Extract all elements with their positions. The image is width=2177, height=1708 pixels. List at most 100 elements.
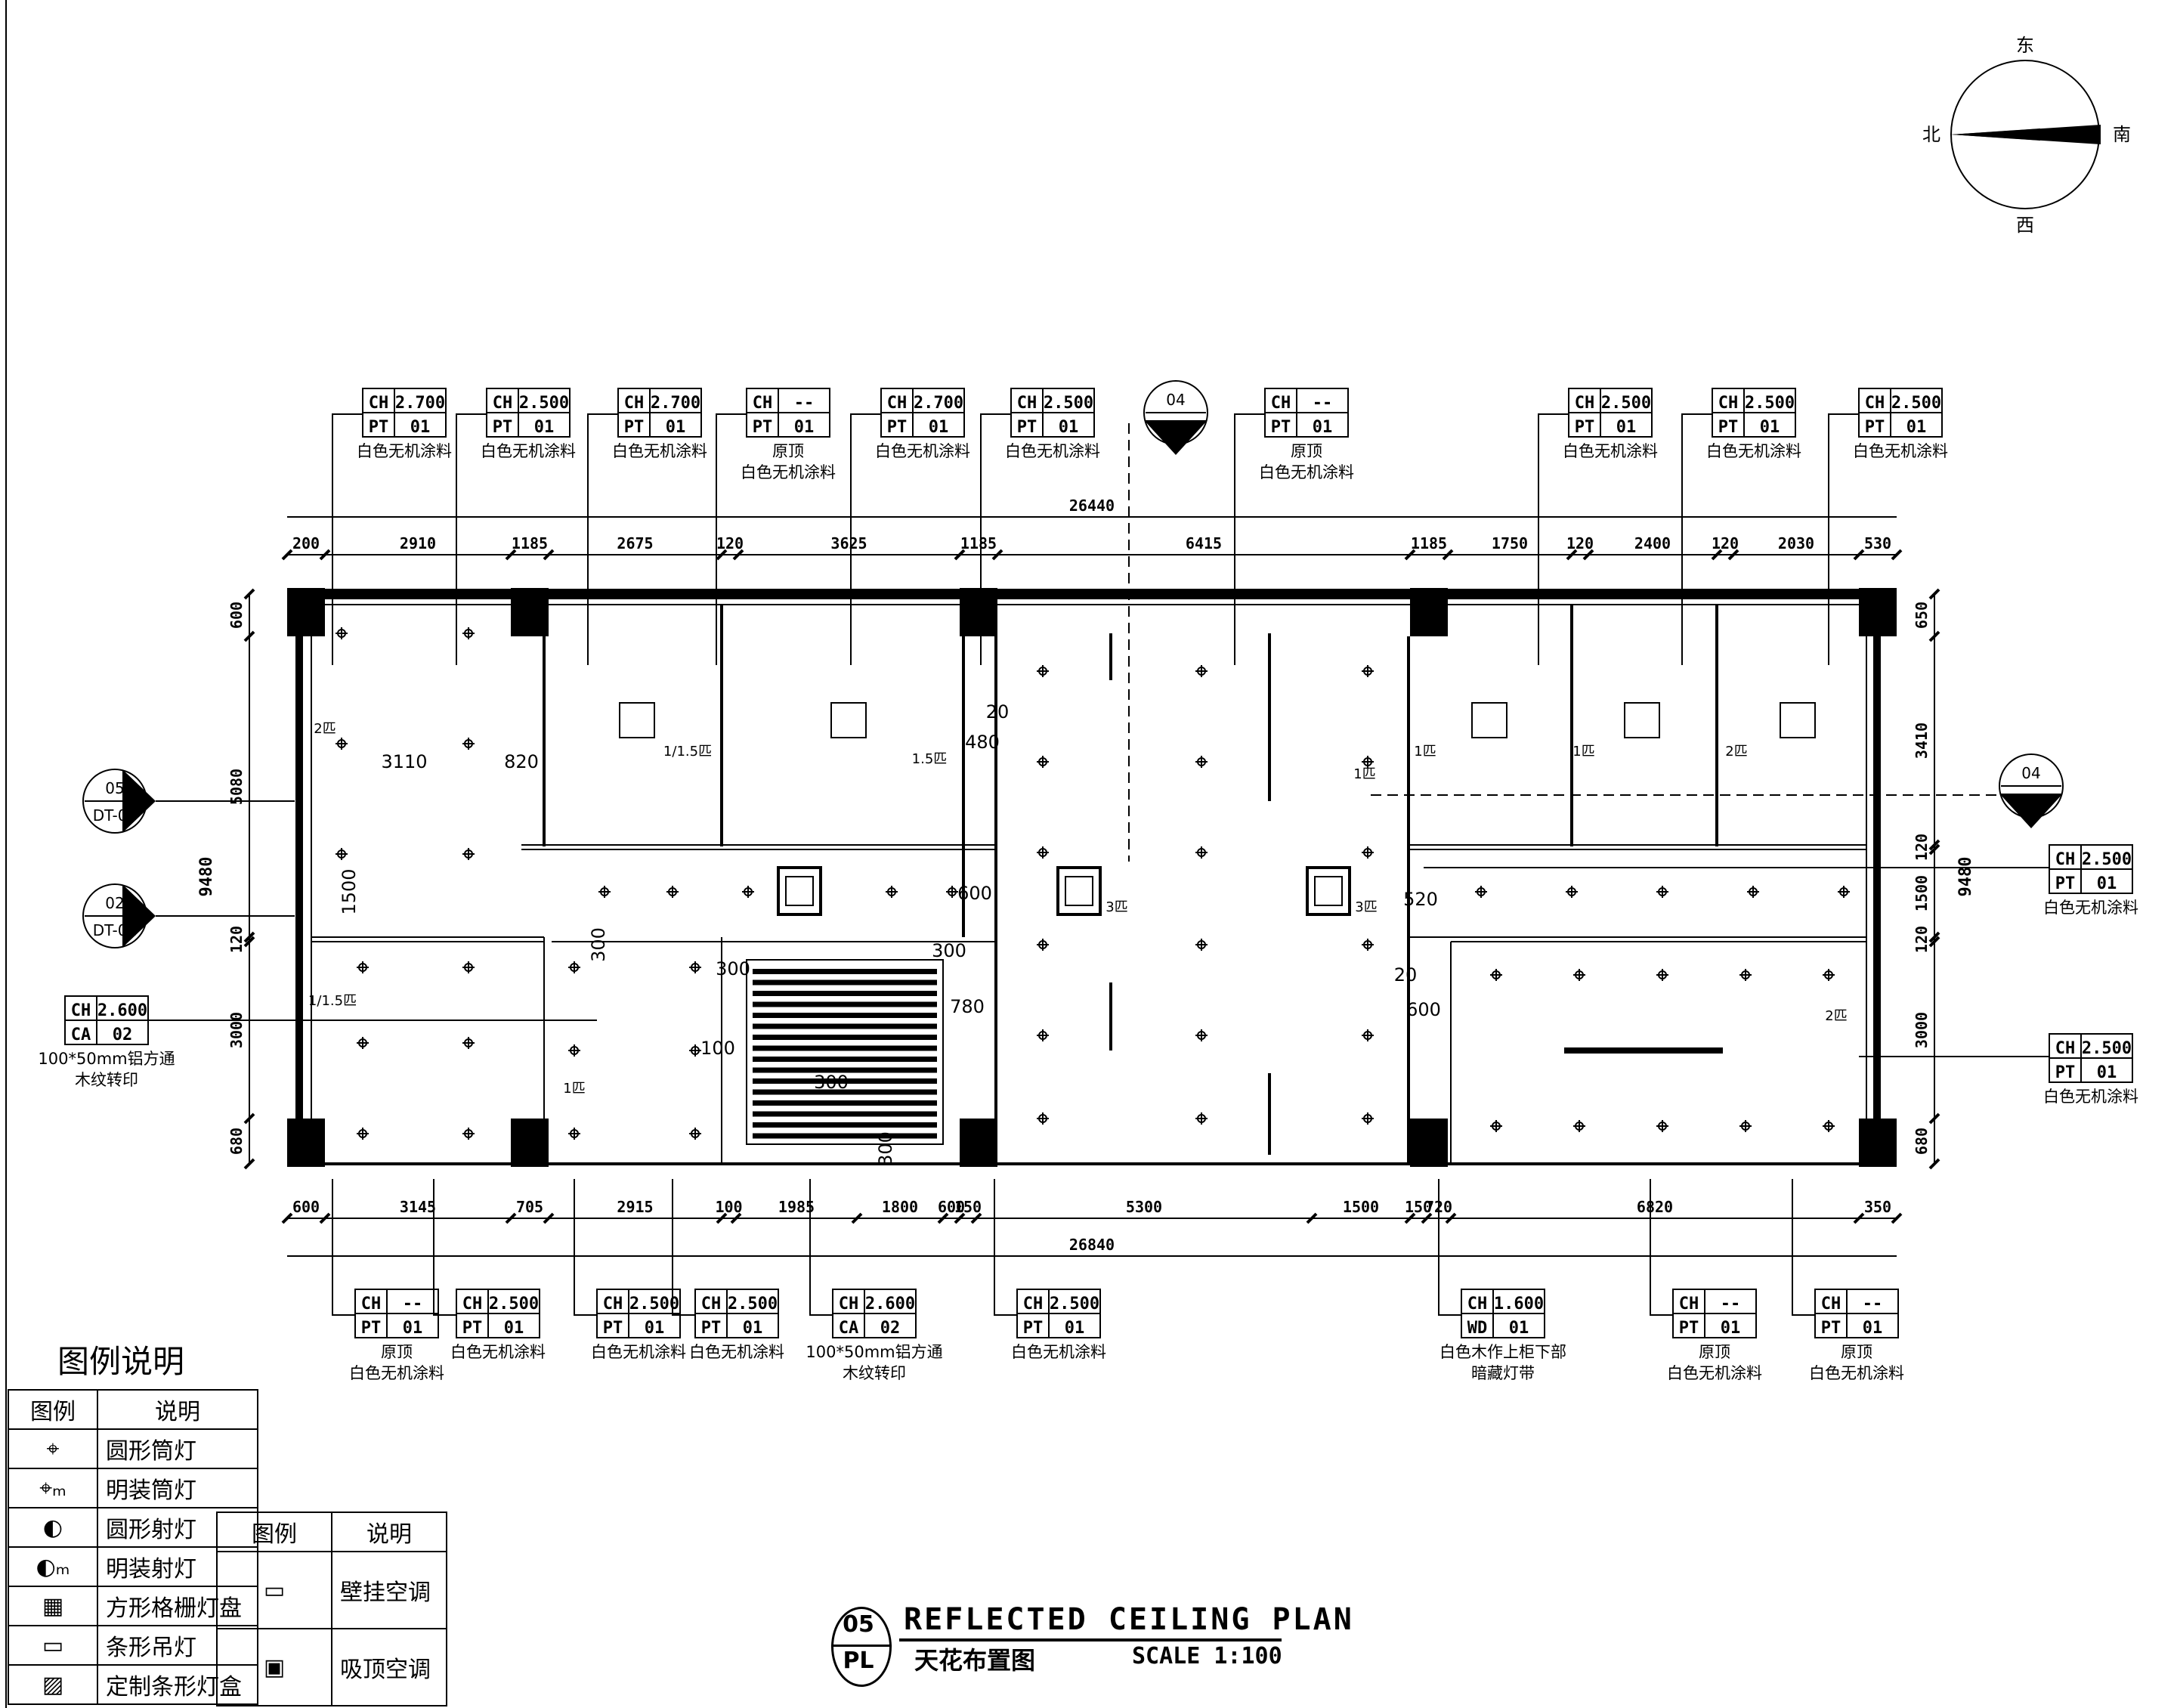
interior-dim: 300: [588, 927, 609, 962]
tag-ch: CH: [361, 1295, 382, 1313]
tag-ch-value: 2.500: [1891, 394, 1941, 413]
tag-pt: PT: [887, 418, 908, 437]
dim-label: 5300: [1126, 1198, 1162, 1216]
aluminum-slat: [753, 1078, 937, 1084]
light-fixtures: [336, 627, 1850, 1140]
light-fixture-icon: [1037, 756, 1049, 768]
interior-dim: 480: [965, 732, 1000, 753]
tag-leader: [1681, 413, 1712, 665]
dim-tick: [1404, 549, 1416, 561]
ac-capacity-label: 1/1.5匹: [663, 744, 712, 760]
light-fixture-icon: [1573, 1120, 1585, 1132]
aluminum-slat-ceiling: [746, 959, 944, 1145]
tag-ch-value: 2.500: [1044, 394, 1093, 413]
tag-leader: [1792, 1179, 1815, 1316]
legend-col-symbol: 图例: [8, 1389, 98, 1430]
tag-pt-value: 01: [1863, 1319, 1883, 1338]
dim-tick: [543, 549, 555, 561]
dim-label: 200: [292, 534, 320, 552]
tag-pt: PT: [1023, 1319, 1044, 1338]
tag-note: 白色无机涂料: [875, 442, 970, 460]
dim-label: 6820: [1637, 1198, 1673, 1216]
tag-pt-value: 02: [113, 1026, 133, 1044]
tag-leader: [433, 1179, 456, 1316]
tag-pt: PT: [603, 1319, 623, 1338]
tag-ch-value: 2.700: [651, 394, 700, 413]
dim-tick: [1853, 549, 1865, 561]
custom-strip-light-box-icon: ▨: [8, 1664, 98, 1705]
light-fixture-icon: [1037, 1029, 1049, 1041]
dim-label-v: 3000: [1913, 1012, 1931, 1048]
tag-pt-value: 01: [794, 418, 815, 437]
ac-capacity-label: 2匹: [1825, 1008, 1847, 1024]
tag-ch: CH: [1023, 1295, 1044, 1313]
dim-total-label: 26440: [1069, 497, 1115, 515]
light-fixture-icon: [689, 961, 701, 973]
dim-label: 600: [292, 1198, 320, 1216]
dim-tick: [991, 549, 1003, 561]
tag-note: 白色无机涂料: [2043, 899, 2138, 917]
light-fixture-icon: [689, 1128, 701, 1140]
round-downlight-icon: ⌖: [8, 1428, 98, 1469]
tag-note: 原顶: [1699, 1343, 1730, 1361]
tag-ch: CH: [1821, 1295, 1841, 1313]
light-fixture-icon: [1566, 886, 1578, 898]
light-fixture-icon: [1573, 969, 1585, 981]
legend-heading: 图例说明: [57, 1343, 185, 1380]
dim-tick: [937, 1212, 949, 1224]
ac-capacity-label: 1匹: [563, 1081, 585, 1097]
light-fixture-icon: [336, 848, 348, 860]
tag-note: 100*50mm铝方通: [806, 1343, 942, 1361]
tag-pt: PT: [462, 1319, 483, 1338]
tag-ch: CH: [887, 394, 908, 413]
light-fixture-icon: [1362, 939, 1374, 951]
light-fixture-icon: [462, 627, 475, 639]
tag-leader: [332, 413, 363, 665]
tag-pt: PT: [753, 418, 773, 437]
tag-pt: PT: [1865, 418, 1885, 437]
dim-tick: [243, 1112, 255, 1125]
interior-dim: 820: [504, 751, 539, 772]
light-fixture-icon: [1195, 846, 1208, 859]
legend-item: 圆形筒灯: [97, 1428, 258, 1469]
dim-label: 150: [1405, 1198, 1432, 1216]
compass-east: 东: [2016, 35, 2034, 56]
tag-ch: CH: [462, 1295, 483, 1313]
tag-pt-value: 02: [880, 1319, 901, 1338]
interior-dim: 1500: [339, 868, 360, 914]
dim-tick: [281, 1212, 293, 1224]
tag-ch-value: 2.500: [519, 394, 569, 413]
tag-note: 白色无机涂料: [2043, 1088, 2138, 1106]
tag-ch-value: --: [794, 394, 815, 413]
tag-ch: CH: [701, 1295, 722, 1313]
interior-dim: 780: [950, 996, 985, 1017]
legend-item: 明装筒灯: [97, 1468, 258, 1508]
tag-pt-value: 01: [1760, 418, 1780, 437]
tag-ch: CH: [839, 1295, 859, 1313]
dim-tick: [243, 936, 255, 948]
interior-dim: 300: [932, 940, 966, 961]
interior-dim: 20: [1394, 964, 1418, 986]
dim-tick: [1421, 1212, 1433, 1224]
ceiling-ac-icon: ▣: [216, 1628, 332, 1706]
tag-ch: CH: [1718, 394, 1739, 413]
legend-col-symbol: 图例: [216, 1512, 332, 1552]
light-fixture-icon: [1656, 1120, 1668, 1132]
light-fixture-icon: [1475, 886, 1487, 898]
dim-label-v: 1500: [1913, 875, 1931, 911]
tag-pt-value: 01: [743, 1319, 763, 1338]
dim-label: 3625: [830, 534, 867, 552]
aluminum-slat: [753, 969, 937, 974]
legend-table-ac: 图例 说明 ▭壁挂空调 ▣吸顶空调: [216, 1512, 447, 1706]
dim-tick: [319, 1212, 331, 1224]
dim-tick: [732, 549, 744, 561]
tag-note: 白色木作上柜下部: [1439, 1343, 1566, 1361]
tag-leader: [716, 413, 747, 665]
legend-col-desc: 说明: [331, 1512, 447, 1552]
tag-leader: [1650, 1179, 1673, 1316]
tag-note: 原顶: [772, 442, 804, 460]
